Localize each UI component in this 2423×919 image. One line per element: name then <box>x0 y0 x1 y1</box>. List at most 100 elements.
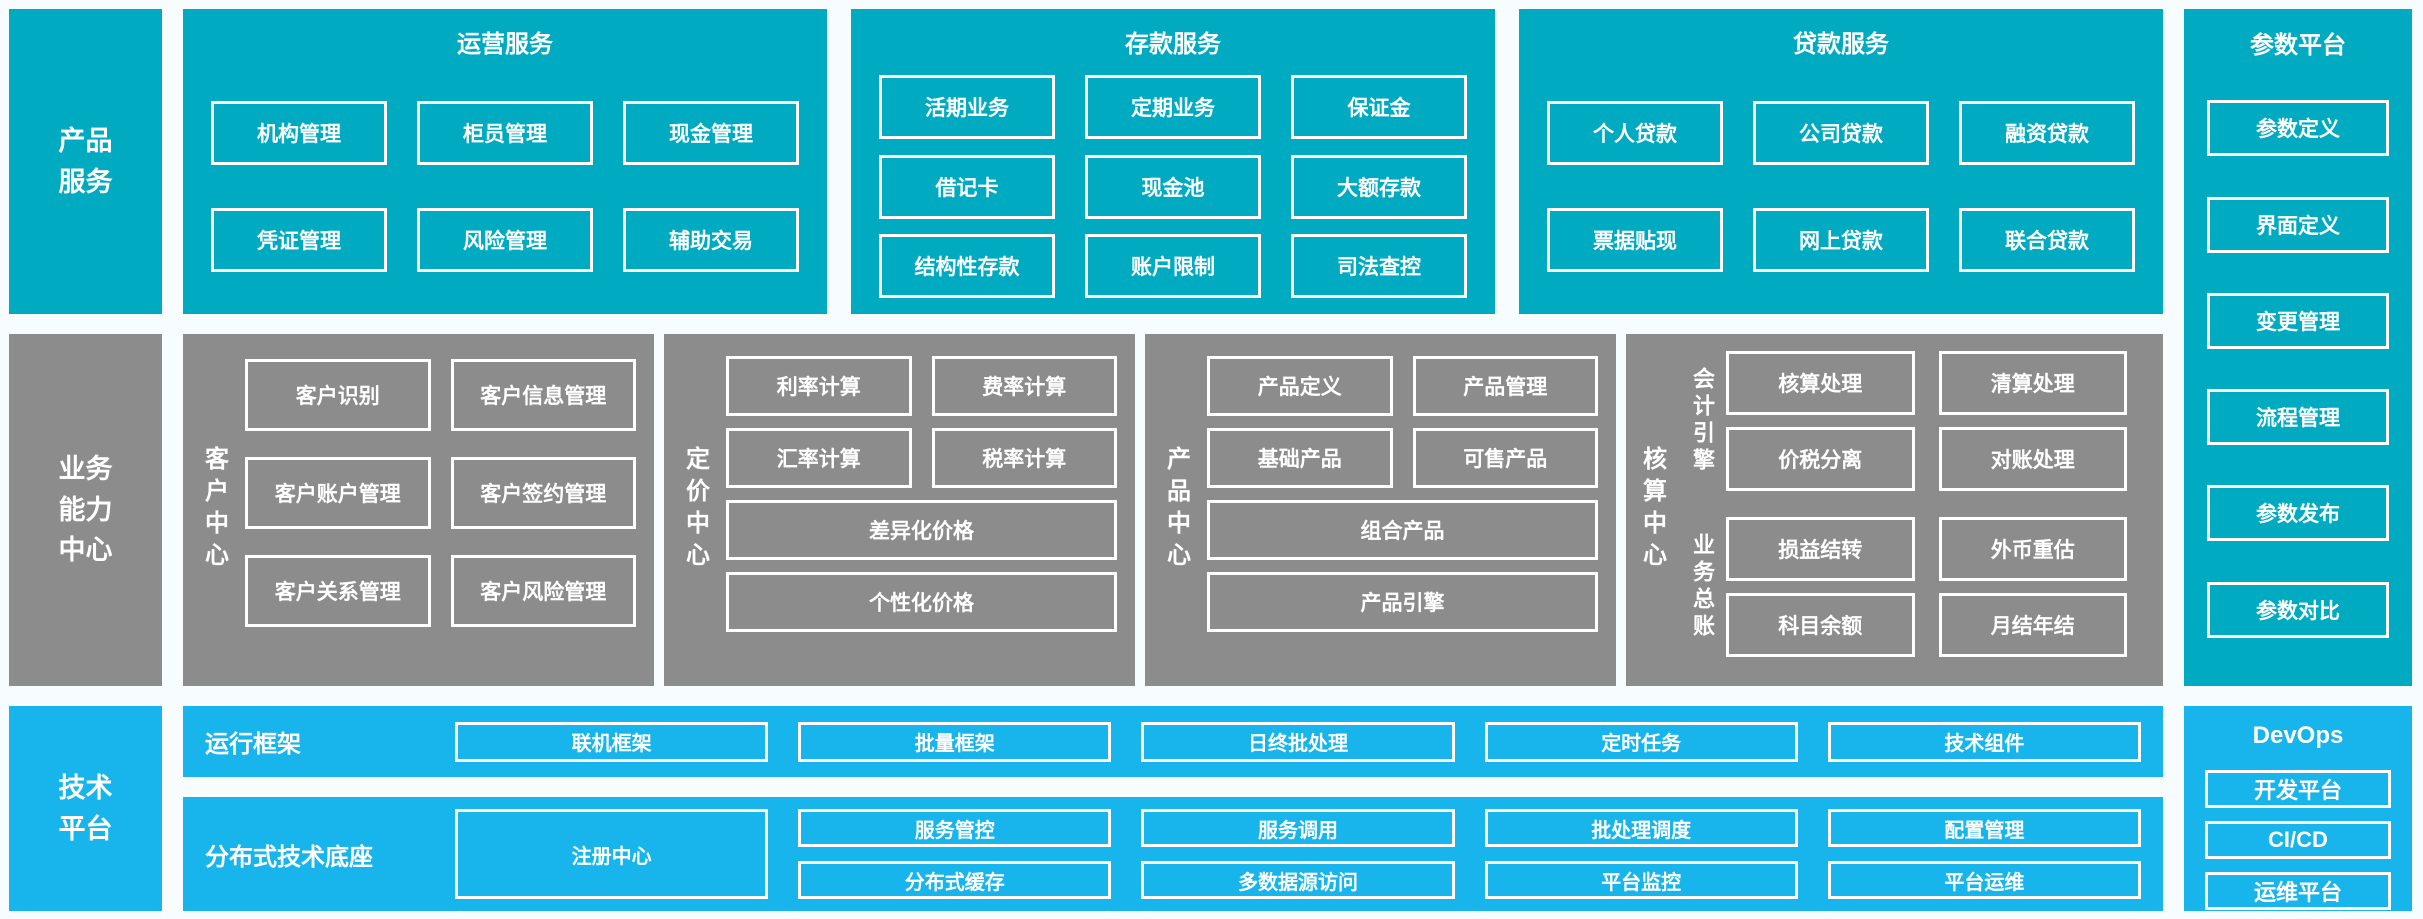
panel-loan-services: 贷款服务 个人贷款 公司贷款 融资贷款 票据贴现 网上贷款 联合贷款 <box>1519 9 2163 314</box>
distributed-grid: 注册中心 服务管控 服务调用 批处理调度 配置管理 分布式缓存 多数据源访问 平… <box>455 809 2141 899</box>
operations-grid: 机构管理 柜员管理 现金管理 凭证管理 风险管理 辅助交易 <box>183 59 827 314</box>
product-grid: 产品定义 产品管理 基础产品 可售产品 组合产品 产品引擎 <box>1207 334 1616 686</box>
service-box: 机构管理 <box>211 101 387 166</box>
devops-box: 运维平台 <box>2205 872 2391 910</box>
capability-box: 客户信息管理 <box>450 359 637 431</box>
tech-box: 联机框架 <box>455 721 769 762</box>
bar-label: 分布式技术底座 <box>205 843 373 871</box>
service-box: 柜员管理 <box>417 101 593 166</box>
rail-line: 中心 <box>58 535 113 566</box>
service-box: 定期业务 <box>1085 74 1261 139</box>
rail-label-product-services: 产品 服务 <box>9 9 162 314</box>
capability-box: 月结年结 <box>1938 593 2127 657</box>
accounting-engine-group: 会计引擎 核算处理 清算处理 价税分离 对账处理 <box>1678 351 2127 491</box>
service-box: 账户限制 <box>1085 234 1261 299</box>
service-box: 保证金 <box>1291 74 1467 139</box>
tech-box: 批处理调度 <box>1484 809 1798 847</box>
runtime-grid: 联机框架 批量框架 日终批处理 定时任务 技术组件 <box>455 721 2141 762</box>
capability-box: 产品定义 <box>1207 356 1393 416</box>
panel-title: 参数平台 <box>2250 32 2346 59</box>
capability-box: 客户风险管理 <box>450 555 637 627</box>
business-ledger-grid: 损益结转 外币重估 科目余额 月结年结 <box>1726 517 2127 657</box>
capability-box: 客户识别 <box>245 359 431 431</box>
service-box: 个人贷款 <box>1547 101 1723 166</box>
panel-pricing-center: 定价中心 利率计算 费率计算 汇率计算 税率计算 差异化价格 个性化价格 <box>664 334 1136 686</box>
panel-v-label: 客户中心 <box>200 446 228 574</box>
bar-distributed-tech-base: 分布式技术底座 注册中心 服务管控 服务调用 批处理调度 配置管理 分布式缓存 … <box>183 797 2163 911</box>
service-box: 借记卡 <box>879 154 1055 219</box>
param-box: 流程管理 <box>2207 389 2389 446</box>
deposit-grid: 活期业务 定期业务 保证金 借记卡 现金池 大额存款 结构性存款 账户限制 司法… <box>851 59 1495 314</box>
service-box: 现金管理 <box>623 101 799 166</box>
capability-box: 对账处理 <box>1938 427 2127 491</box>
capability-box: 费率计算 <box>931 356 1118 416</box>
panel-customer-center: 客户中心 客户识别 客户信息管理 客户账户管理 客户签约管理 客户关系管理 客户… <box>183 334 655 686</box>
tech-box: 日终批处理 <box>1141 721 1455 762</box>
business-capability-row: 客户中心 客户识别 客户信息管理 客户账户管理 客户签约管理 客户关系管理 客户… <box>183 334 2163 686</box>
param-box: 界面定义 <box>2207 196 2389 253</box>
parameter-list: 参数定义 界面定义 变更管理 流程管理 参数发布 参数对比 <box>2184 60 2412 686</box>
devops-box: CI/CD <box>2205 821 2391 859</box>
loan-grid: 个人贷款 公司贷款 融资贷款 票据贴现 网上贷款 联合贷款 <box>1519 59 2163 314</box>
service-box: 网上贷款 <box>1753 207 1929 272</box>
rail-line: 业务 <box>58 454 113 485</box>
service-box: 公司贷款 <box>1753 101 1929 166</box>
panel-v-label: 产品中心 <box>1162 446 1190 574</box>
devops-list: 开发平台 CI/CD 运维平台 <box>2184 750 2412 911</box>
panel-deposit-services: 存款服务 活期业务 定期业务 保证金 借记卡 现金池 大额存款 结构性存款 账户… <box>851 9 1495 314</box>
capability-box: 产品管理 <box>1412 356 1599 416</box>
tech-box: 平台监控 <box>1484 861 1798 899</box>
tech-box: 技术组件 <box>1827 721 2141 762</box>
capability-box: 核算处理 <box>1726 351 1915 415</box>
param-box: 参数发布 <box>2207 485 2389 542</box>
rail-label-technology-platform: 技术 平台 <box>9 706 162 911</box>
panel-product-center: 产品中心 产品定义 产品管理 基础产品 可售产品 组合产品 产品引擎 <box>1145 334 1617 686</box>
service-box: 辅助交易 <box>623 207 799 272</box>
accounting-engine-grid: 核算处理 清算处理 价税分离 对账处理 <box>1726 351 2127 491</box>
panel-v-label: 核算中心 <box>1638 446 1666 574</box>
service-box: 大额存款 <box>1291 154 1467 219</box>
group-v-label: 会计引擎 <box>1690 367 1716 475</box>
panel-operations-services: 运营服务 机构管理 柜员管理 现金管理 凭证管理 风险管理 辅助交易 <box>183 9 827 314</box>
capability-box: 客户签约管理 <box>450 457 637 529</box>
tech-box: 配置管理 <box>1827 809 2141 847</box>
param-box: 参数定义 <box>2207 100 2389 157</box>
capability-box-wide: 组合产品 <box>1207 500 1599 560</box>
service-box: 融资贷款 <box>1959 101 2135 166</box>
tech-box: 批量框架 <box>798 721 1112 762</box>
capability-box-wide: 产品引擎 <box>1207 572 1599 632</box>
tech-box: 定时任务 <box>1484 721 1798 762</box>
capability-box: 科目余额 <box>1726 593 1915 657</box>
capability-box: 利率计算 <box>726 356 912 416</box>
service-box: 票据贴现 <box>1547 207 1723 272</box>
capability-box: 清算处理 <box>1938 351 2127 415</box>
panel-title: 贷款服务 <box>1793 31 1889 58</box>
bar-label: 运行框架 <box>205 731 301 758</box>
capability-box: 税率计算 <box>931 428 1118 488</box>
capability-box: 客户关系管理 <box>245 555 431 627</box>
product-services-row: 运营服务 机构管理 柜员管理 现金管理 凭证管理 风险管理 辅助交易 存款服务 … <box>183 9 2163 314</box>
bar-runtime-framework: 运行框架 联机框架 批量框架 日终批处理 定时任务 技术组件 <box>183 706 2163 777</box>
service-box: 风险管理 <box>417 207 593 272</box>
devops-box: 开发平台 <box>2205 770 2391 808</box>
panel-title: DevOps <box>2252 722 2344 749</box>
service-box: 结构性存款 <box>879 234 1055 299</box>
service-box: 联合贷款 <box>1959 207 2135 272</box>
capability-box-wide: 个性化价格 <box>726 572 1118 632</box>
capability-box: 汇率计算 <box>726 428 912 488</box>
service-box: 现金池 <box>1085 154 1261 219</box>
business-ledger-group: 业务总账 损益结转 外币重估 科目余额 月结年结 <box>1678 517 2127 657</box>
param-box: 参数对比 <box>2207 581 2389 638</box>
capability-box: 价税分离 <box>1726 427 1915 491</box>
rail-line: 技术 <box>58 773 113 803</box>
rail-line: 产品 <box>58 126 113 156</box>
capability-box: 可售产品 <box>1412 428 1599 488</box>
param-box: 变更管理 <box>2207 292 2389 349</box>
panel-v-label: 定价中心 <box>681 446 709 574</box>
rail-line: 能力 <box>58 494 113 525</box>
capability-box: 基础产品 <box>1207 428 1393 488</box>
panel-devops: DevOps 开发平台 CI/CD 运维平台 <box>2184 706 2412 911</box>
tech-box: 服务管控 <box>798 809 1112 847</box>
tech-box: 分布式缓存 <box>798 861 1112 899</box>
